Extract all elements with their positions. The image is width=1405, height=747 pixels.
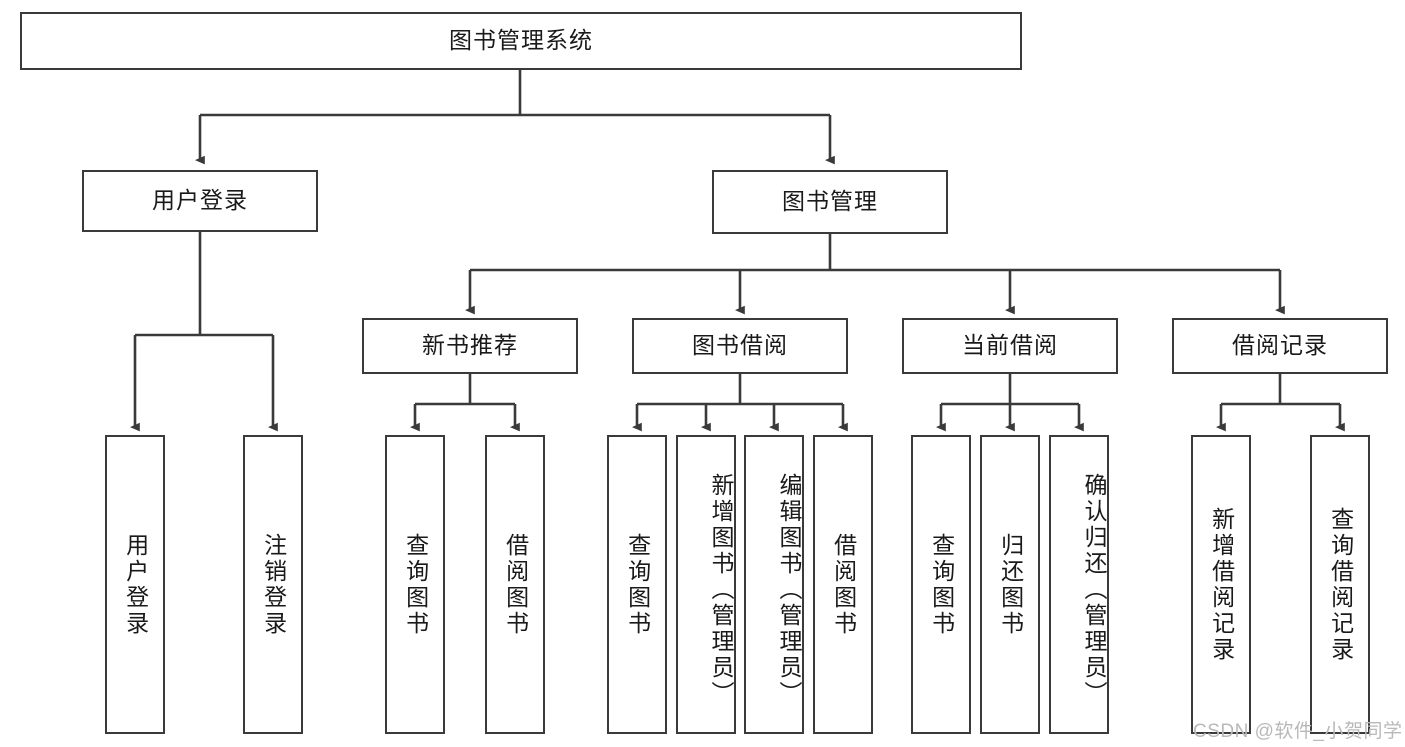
leaf-br-query-record-label: 查询借阅记录 (1327, 506, 1354, 663)
watermark: CSDN @软件_小贺同学 (1193, 721, 1403, 742)
node-book-borrow[interactable]: 图书借阅 (632, 318, 848, 374)
leaf-cb-query-book[interactable]: 查询图书 (911, 435, 971, 734)
leaf-bb-edit-book-label: 编辑图书（管理员） (776, 472, 802, 707)
leaf-bb-add-book[interactable]: 新增图书（管理员） (676, 435, 736, 734)
leaf-cb-confirm-return[interactable]: 确认归还（管理员） (1049, 435, 1109, 734)
node-user-login-label: 用户登录 (152, 187, 248, 214)
node-new-book-recommend[interactable]: 新书推荐 (362, 318, 578, 374)
node-book-borrow-label: 图书借阅 (692, 332, 788, 359)
leaf-nb-borrow-book[interactable]: 借阅图书 (485, 435, 545, 734)
leaf-nb-query-book-label: 查询图书 (402, 532, 429, 637)
leaf-cb-confirm-return-label: 确认归还（管理员） (1081, 472, 1107, 707)
node-book-manage[interactable]: 图书管理 (712, 170, 948, 234)
node-root[interactable]: 图书管理系统 (20, 12, 1022, 70)
leaf-bb-edit-book[interactable]: 编辑图书（管理员） (744, 435, 804, 734)
leaf-bb-query-book-label: 查询图书 (624, 532, 651, 637)
node-book-manage-label: 图书管理 (782, 188, 878, 215)
leaf-bb-add-book-label: 新增图书（管理员） (708, 472, 734, 707)
node-user-login[interactable]: 用户登录 (82, 170, 318, 232)
node-current-borrow-label: 当前借阅 (962, 332, 1058, 359)
node-current-borrow[interactable]: 当前借阅 (902, 318, 1118, 374)
node-borrow-record[interactable]: 借阅记录 (1172, 318, 1388, 374)
leaf-br-add-record[interactable]: 新增借阅记录 (1191, 435, 1251, 734)
leaf-cb-return-book[interactable]: 归还图书 (980, 435, 1040, 734)
leaf-cb-return-book-label: 归还图书 (997, 532, 1024, 637)
leaf-br-add-record-label: 新增借阅记录 (1208, 506, 1235, 663)
node-root-label: 图书管理系统 (449, 27, 593, 54)
leaf-cb-query-book-label: 查询图书 (928, 532, 955, 637)
leaf-logout[interactable]: 注销登录 (243, 435, 303, 734)
leaf-nb-query-book[interactable]: 查询图书 (385, 435, 445, 734)
node-new-book-recommend-label: 新书推荐 (422, 332, 518, 359)
leaf-user-login-label: 用户登录 (122, 532, 149, 637)
leaf-user-login[interactable]: 用户登录 (105, 435, 165, 734)
leaf-nb-borrow-book-label: 借阅图书 (502, 532, 529, 637)
leaf-bb-borrow-book[interactable]: 借阅图书 (813, 435, 873, 734)
leaf-bb-query-book[interactable]: 查询图书 (607, 435, 667, 734)
leaf-logout-label: 注销登录 (260, 532, 287, 637)
leaf-bb-borrow-book-label: 借阅图书 (830, 532, 857, 637)
node-borrow-record-label: 借阅记录 (1232, 332, 1328, 359)
leaf-br-query-record[interactable]: 查询借阅记录 (1310, 435, 1370, 734)
